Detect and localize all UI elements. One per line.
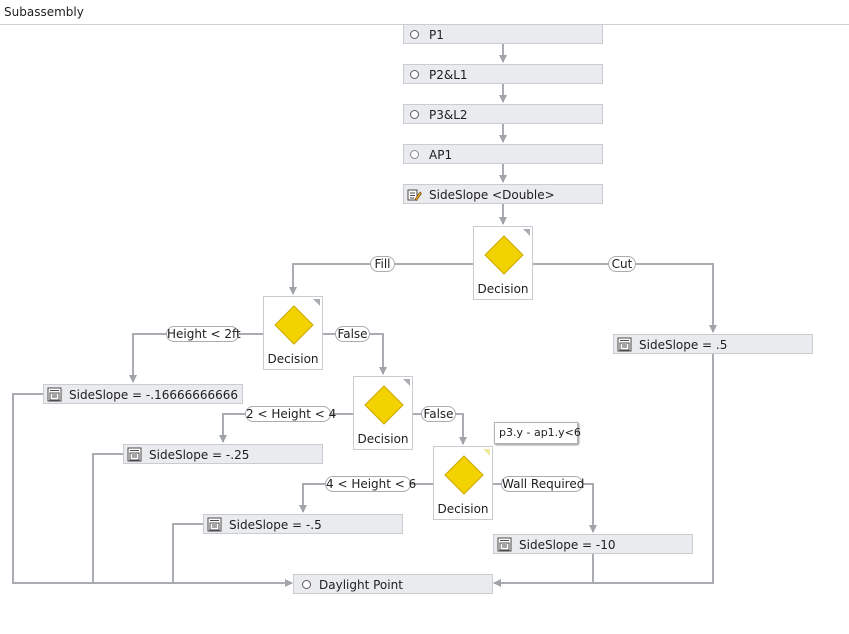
expand-corner-icon — [483, 449, 490, 456]
activity-label: SideSlope = -.5 — [229, 518, 322, 532]
decision-d2[interactable]: Decision — [263, 296, 323, 370]
activity-daylight-point[interactable]: Daylight Point — [293, 574, 493, 594]
connector-cut-daylight — [493, 354, 714, 587]
annotation-note[interactable]: p3.y - ap1.y<6 — [494, 422, 581, 444]
decision-diamond-icon — [444, 455, 484, 495]
decision-label: Decision — [477, 282, 529, 296]
branch-label-cut[interactable]: Cut — [608, 256, 636, 272]
connector-d1-fill — [289, 263, 473, 295]
point-circle-icon — [302, 580, 311, 589]
activity-sideslope-cut[interactable]: SideSlope = .5 — [613, 334, 813, 354]
branch-label-4-lt-height-lt-6[interactable]: 4 < Height < 6 — [325, 476, 417, 492]
activity-label: SideSlope = -.25 — [149, 448, 250, 462]
activity-p2l1[interactable]: P2&L1 — [403, 64, 603, 84]
branch-label-height-lt-2ft[interactable]: Height < 2ft — [166, 326, 241, 342]
decision-diamond-icon — [274, 305, 314, 345]
assign-icon — [617, 337, 632, 352]
branch-label-false[interactable]: False — [335, 326, 370, 342]
activity-label: P2&L1 — [429, 68, 468, 82]
connector-fill3-daylight — [172, 523, 203, 583]
connector-d1-cut — [533, 263, 717, 333]
decision-label: Decision — [357, 432, 409, 446]
activity-p1[interactable]: P1 — [403, 24, 603, 44]
branch-label-2-lt-height-lt-4[interactable]: 2 < Height < 4 — [245, 406, 337, 422]
expand-corner-icon — [403, 379, 410, 386]
expand-corner-icon — [313, 299, 320, 306]
variable-icon — [407, 189, 422, 201]
branch-label-wall-required[interactable]: Wall Required — [501, 476, 585, 492]
activity-sideslope-fill2[interactable]: SideSlope = -.25 — [123, 444, 323, 464]
decision-label: Decision — [437, 502, 489, 516]
point-circle-icon — [410, 150, 419, 159]
activity-label: P3&L2 — [429, 108, 468, 122]
activity-p3l2[interactable]: P3&L2 — [403, 104, 603, 124]
decision-d1[interactable]: Decision — [473, 226, 533, 300]
branch-label-false[interactable]: False — [421, 406, 456, 422]
activity-label: SideSlope <Double> — [429, 188, 555, 202]
activity-label: P1 — [429, 28, 444, 42]
activity-sideslope-fill1[interactable]: SideSlope = -.16666666666 — [43, 384, 243, 404]
branch-label-fill[interactable]: Fill — [370, 256, 395, 272]
designer-title: Subassembly — [4, 5, 84, 19]
connector-fill1-daylight — [12, 393, 293, 587]
activity-sideslope-fill3[interactable]: SideSlope = -.5 — [203, 514, 403, 534]
assign-icon — [207, 517, 222, 532]
assign-icon — [127, 447, 142, 462]
decision-diamond-icon — [364, 385, 404, 425]
decision-d4[interactable]: Decision — [433, 446, 493, 520]
activity-label: SideSlope = .5 — [639, 338, 728, 352]
assign-icon — [497, 537, 512, 552]
activity-label: SideSlope = -.16666666666 — [69, 388, 239, 402]
activity-label: SideSlope = -10 — [519, 538, 616, 552]
decision-diamond-icon — [484, 235, 524, 275]
connector-fill2-daylight — [92, 453, 123, 583]
activity-sideslope-variable[interactable]: SideSlope <Double> — [403, 184, 603, 204]
point-circle-icon — [410, 30, 419, 39]
activity-label: AP1 — [429, 148, 453, 162]
decision-d3[interactable]: Decision — [353, 376, 413, 450]
expand-corner-icon — [523, 229, 530, 236]
decision-label: Decision — [267, 352, 319, 366]
point-circle-icon — [410, 110, 419, 119]
activity-sideslope-wall[interactable]: SideSlope = -10 — [493, 534, 693, 554]
assign-icon — [47, 387, 62, 402]
point-circle-icon — [410, 70, 419, 79]
activity-label: Daylight Point — [319, 578, 403, 592]
activity-ap1[interactable]: AP1 — [403, 144, 603, 164]
